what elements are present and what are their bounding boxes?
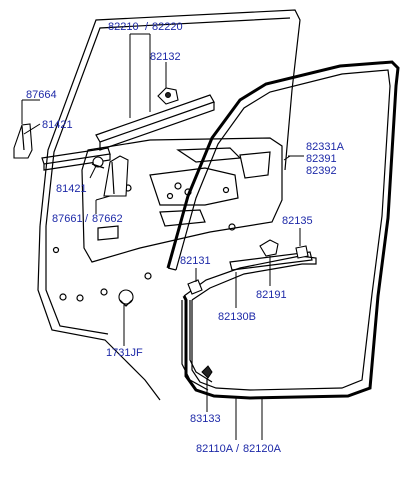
clip-82132 — [157, 87, 179, 105]
label-82135: 82135 — [282, 215, 313, 227]
label-83133: 83133 — [190, 413, 221, 425]
trim-panel — [81, 137, 283, 263]
plug-1731jf — [118, 289, 134, 307]
label-87664: 87664 — [26, 89, 57, 101]
label-82191: 82191 — [256, 289, 287, 301]
label-1731jf: 1731JF — [106, 347, 143, 359]
label-82120a: 82120A — [243, 443, 282, 455]
glass-run-lower — [229, 251, 313, 271]
label-81421-top: 81421 — [42, 119, 73, 131]
label-82110a: 82110A — [196, 443, 234, 455]
door-glass-run-upper — [95, 94, 215, 151]
mirror-triangle — [91, 155, 129, 197]
label-82331a: 82331A — [306, 141, 345, 153]
leader-lines — [21, 33, 304, 440]
clip-82131 — [187, 279, 203, 295]
label-separator-2: / — [85, 213, 89, 225]
label-82391: 82391 — [306, 153, 337, 165]
label-81421-mid: 81421 — [56, 183, 87, 195]
bumper-82191 — [259, 239, 279, 257]
mirror-cover — [13, 123, 33, 159]
part-labels: 82210 / 82220 82132 87664 81421 81421 87… — [26, 21, 345, 455]
label-87661: 87661 — [52, 213, 83, 225]
label-82210: 82210 — [108, 21, 139, 33]
fastener-83133 — [201, 365, 213, 384]
label-82132: 82132 — [150, 51, 181, 63]
belt-molding-strip — [41, 147, 111, 171]
label-82131: 82131 — [180, 255, 211, 267]
door-inner-panel — [37, 9, 301, 401]
label-separator-3: / — [236, 443, 240, 455]
clip-82135 — [295, 245, 309, 259]
label-87662: 87662 — [92, 213, 123, 225]
label-separator: / — [145, 21, 149, 33]
label-82220: 82220 — [152, 21, 183, 33]
label-82130b: 82130B — [218, 311, 256, 323]
label-82392: 82392 — [306, 165, 337, 177]
door-weatherstrip — [166, 60, 400, 400]
glass-run-outer — [181, 255, 317, 391]
